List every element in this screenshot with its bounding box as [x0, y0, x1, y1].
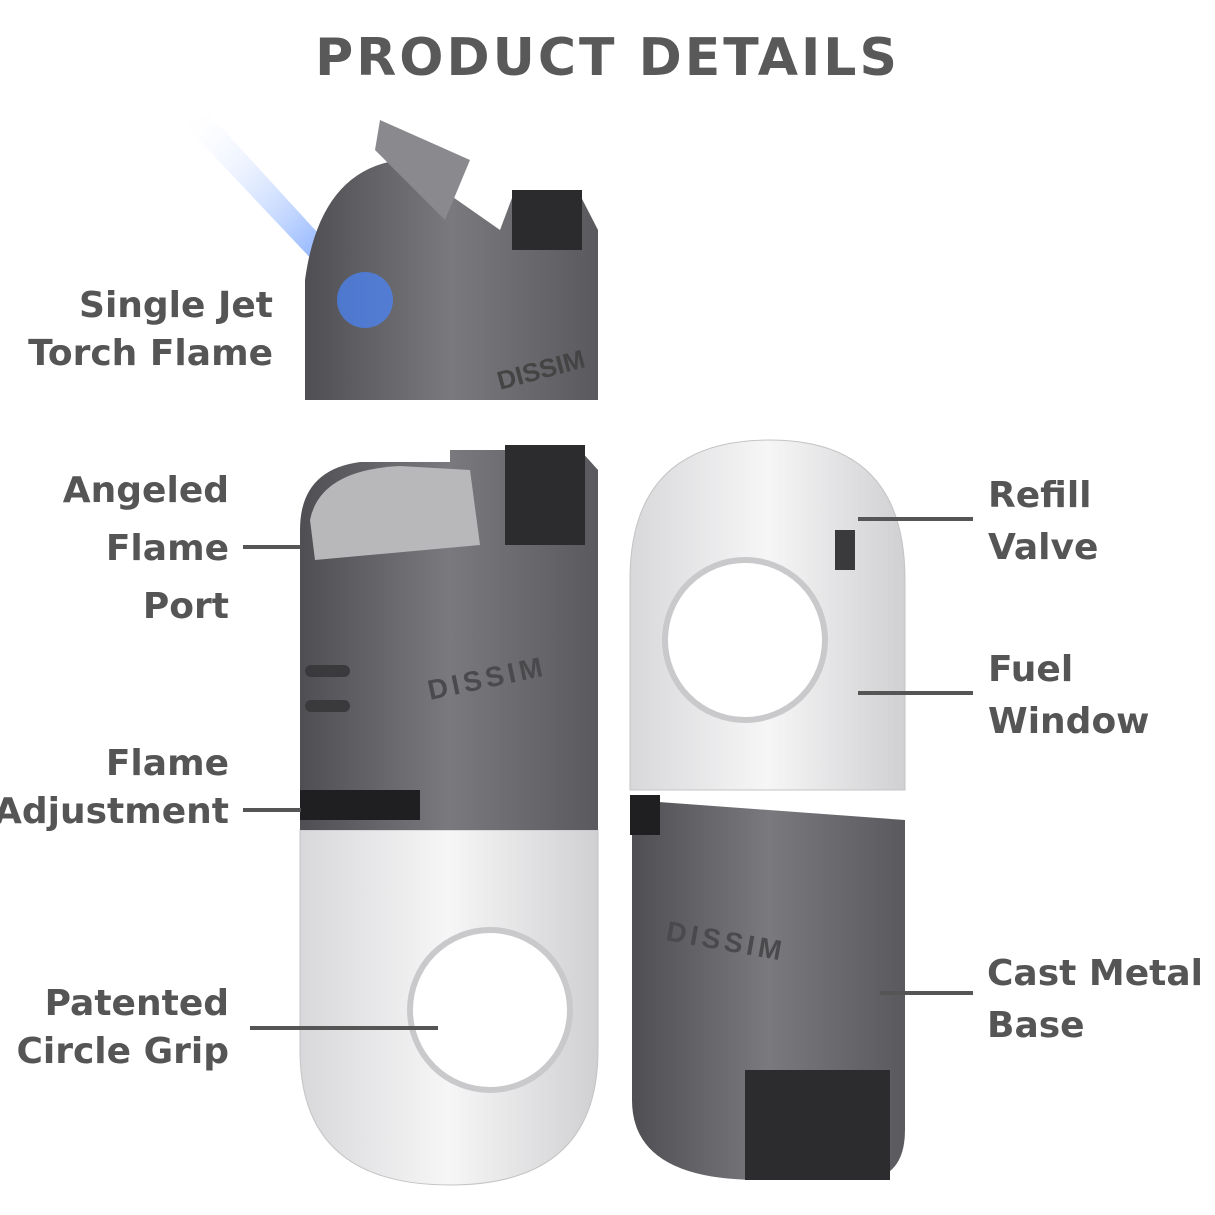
label-line: Window [988, 701, 1150, 742]
label-line: Port [142, 586, 229, 627]
label-line: Single Jet [79, 285, 273, 326]
label-line: Flame [105, 528, 229, 569]
label-line: Angeled [62, 470, 229, 511]
refill-valve [835, 530, 855, 570]
label-line: Fuel [988, 649, 1074, 690]
label-line: Valve [988, 527, 1099, 568]
circle-grip [407, 927, 573, 1093]
label-line: Base [987, 1005, 1085, 1046]
left-lighter: DISSIM [299, 445, 599, 1186]
torch-inset-image: DISSIM [180, 115, 598, 400]
right-circle-grip [662, 557, 828, 723]
label-line: Adjustment [0, 791, 229, 832]
inset-button [512, 190, 582, 250]
ignition-button [505, 445, 585, 545]
label-line: Circle Grip [16, 1031, 229, 1072]
leader-line-adjust [243, 808, 301, 812]
flame-nozzle [337, 272, 393, 328]
leader-line-base [880, 991, 973, 995]
page-title: PRODUCT DETAILS [315, 28, 900, 88]
leader-line-valve [858, 517, 973, 521]
label-line: Patented [44, 983, 229, 1024]
vent-slot [305, 700, 350, 712]
leader-line-grip [250, 1026, 438, 1030]
leader-line-port [243, 545, 301, 549]
flame-adjustment-wheel [300, 790, 420, 820]
label-line: Torch Flame [28, 333, 273, 374]
right-adjustment-wheel [630, 795, 660, 835]
flame-port [310, 466, 480, 560]
label-line: Flame [105, 743, 229, 784]
right-lighter: DISSIM [629, 439, 906, 1180]
inset-lid [375, 120, 470, 220]
leader-line-window [858, 691, 973, 695]
right-ignition-button [745, 1070, 890, 1180]
vent-slot [305, 665, 350, 677]
label-line: Refill [988, 475, 1092, 516]
label-line: Cast Metal [987, 953, 1203, 994]
